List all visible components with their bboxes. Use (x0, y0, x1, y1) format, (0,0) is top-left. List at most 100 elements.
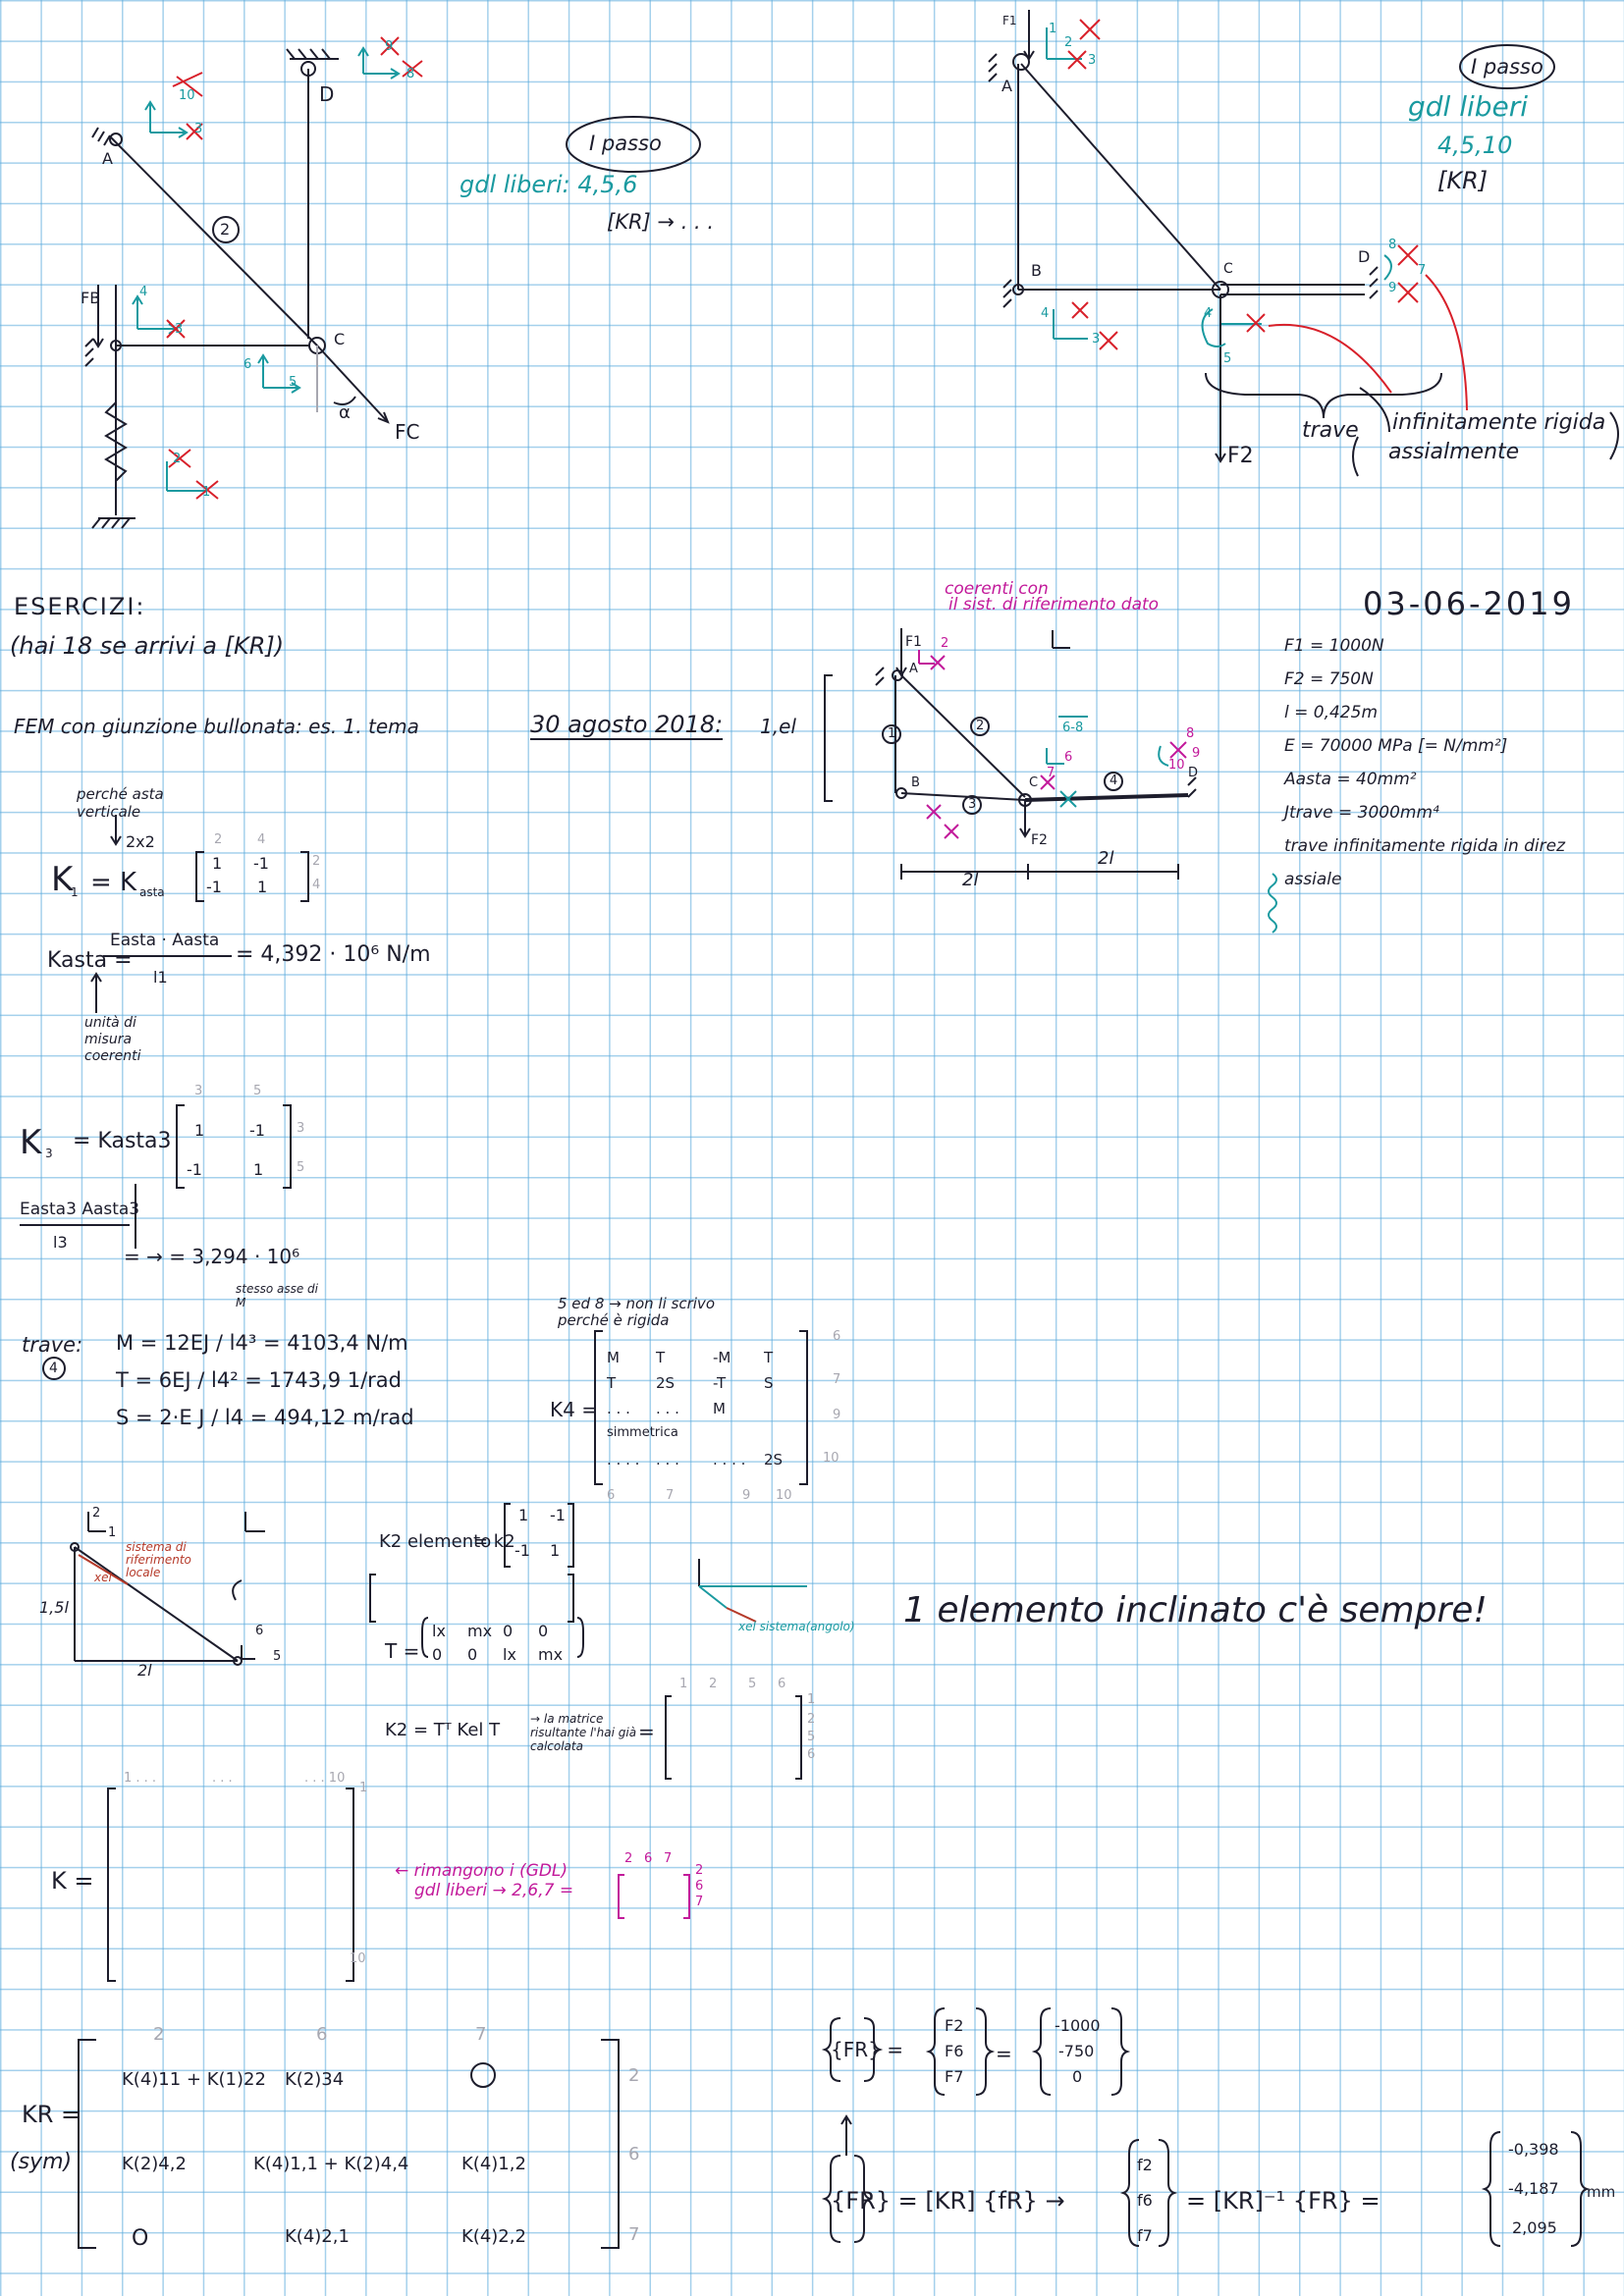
kr-sym: (sym) (10, 2150, 73, 2174)
problem-data-item: Jtrave = 3000mm⁴ (1284, 803, 1439, 823)
k4-bottom-1: 6 (607, 1488, 616, 1503)
inclined-note: 1 elemento inclinato c'è sempre! (903, 1590, 1488, 1630)
dof-a-right-2: 2 (1064, 35, 1073, 50)
node-a-label: A (102, 149, 113, 168)
kr-arrow-left: [KR] → . . . (607, 210, 715, 234)
k3-sub: 3 (45, 1147, 53, 1160)
force-fc-label: FC (395, 420, 420, 444)
kr-row-6: 6 (628, 2144, 640, 2164)
k1-m21: -1 (206, 878, 222, 896)
problem-data-item: F1 = 1000N (1284, 636, 1384, 656)
global-k-top-3: . . . 10 (304, 1771, 346, 1786)
fr-sym-2: F2 (945, 2016, 964, 2035)
coerenti-note-1: coerenti con (945, 579, 1049, 599)
f-val-7: 2,095 (1512, 2218, 1557, 2237)
global-k-top-1: 1 . . . (124, 1771, 157, 1786)
node-c-middle: C (1029, 775, 1039, 790)
dof-b-2: 3 (175, 322, 184, 337)
global-k-side-2: 10 (350, 1951, 366, 1966)
k4-note: 5 ed 8 → non li scrivo perché è rigida (558, 1295, 715, 1329)
force-f1-middle: F1 (905, 634, 922, 650)
kr-cell-11: K(4)11 + K(1)22 (122, 2069, 266, 2090)
k4-bottom-4: 10 (776, 1488, 792, 1503)
t-matrix-cell: lx (432, 1622, 446, 1640)
page-date: 03-06-2019 (1363, 585, 1575, 622)
k2-side-1: 1 (807, 1692, 816, 1707)
fr-val-7: 0 (1072, 2067, 1083, 2086)
beam-note-1: trave (1302, 418, 1359, 443)
k4-cell: S (764, 1374, 774, 1392)
alpha-label: α (339, 402, 351, 423)
kr-row-7: 7 (628, 2224, 640, 2245)
fr-val-6: -750 (1058, 2042, 1095, 2060)
coerenti-note-2: il sist. di riferimento dato (948, 595, 1160, 614)
k1-top-2: 4 (257, 832, 266, 847)
kr-cell-33: K(4)2,2 (461, 2226, 526, 2247)
k4-cell: simmetrica (607, 1425, 678, 1440)
dof-d-2: 8 (406, 67, 415, 81)
k4-cell: M (713, 1400, 726, 1417)
force-f2-middle: F2 (1031, 832, 1048, 848)
kasta-value: = 4,392 · 10⁶ N/m (236, 942, 431, 967)
k4-side-2: 7 (833, 1372, 841, 1387)
solution-eq-mid: = [KR]⁻¹ {FR} = (1186, 2187, 1380, 2215)
free-dofs-right-values: 4,5,10 (1437, 132, 1513, 159)
kr-cell-21: K(2)4,2 (122, 2154, 187, 2174)
k2-line: K2 = Tᵀ Kel T (385, 1720, 501, 1740)
problem-data-item: assiale (1284, 870, 1342, 889)
beam-s-line: S = 2·E J / l4 = 494,12 m/rad (116, 1406, 414, 1429)
k2-top-4: 6 (778, 1677, 786, 1691)
k4-lhs: K4 = (550, 1398, 598, 1421)
k4-side-4: 10 (823, 1451, 839, 1466)
global-k-top-2: . . . (212, 1771, 233, 1786)
exercises-subtitle: (hai 18 se arrivi a [KR]) (10, 632, 285, 660)
exercises-title: ESERCIZI: (14, 593, 146, 620)
kr-col-7: 7 (475, 2024, 487, 2045)
k3-m21: -1 (187, 1160, 202, 1179)
t-matrix-cell: 0 (538, 1622, 549, 1640)
t-matrix-cell: 0 (467, 1645, 478, 1664)
node-d-label-right: D (1358, 247, 1371, 266)
node-d-middle: D (1188, 766, 1199, 780)
equilibrium-eq: {FR} = [KR] {fR} → (831, 2187, 1065, 2215)
note-why-vertical: perché asta verticale (77, 785, 164, 821)
t-lhs: T = (385, 1639, 420, 1663)
k4-side-1: 6 (833, 1329, 841, 1344)
k4-cell: T (764, 1349, 774, 1366)
free-dofs-note: gdl liberi → 2,6,7 = (414, 1881, 574, 1900)
k2-side-4: 6 (807, 1747, 816, 1762)
mini-top-3: 7 (664, 1851, 673, 1866)
dof-spring-1: 2 (173, 452, 182, 466)
t-matrix-cell: mx (538, 1645, 564, 1664)
kel-m12: -1 (550, 1506, 566, 1524)
t-matrix-cell: 0 (432, 1645, 443, 1664)
k3-side-1: 3 (297, 1121, 305, 1136)
dim-1: 2l (962, 870, 979, 890)
kr-col-6: 6 (316, 2024, 328, 2045)
fem-line: FEM con giunzione bullonata: es. 1. tema (14, 715, 419, 738)
dof-a-right-3: 3 (1088, 53, 1097, 68)
k4-cell: . . . (607, 1400, 630, 1417)
force-fb-label: FB (81, 289, 101, 307)
k2-note: → la matrice risultante l'hai già calcol… (530, 1712, 637, 1753)
fem-date: 30 agosto 2018: (530, 711, 724, 740)
kr-cell-23: K(4)1,2 (461, 2154, 526, 2174)
dof-c-right-2: 5 (1223, 351, 1232, 366)
dof-d-right-3: 7 (1418, 263, 1427, 278)
kasta-num: Easta · Aasta (110, 931, 220, 950)
k1-eq-sub: asta (139, 885, 165, 899)
free-dofs-right-title: gdl liberi (1408, 90, 1529, 123)
dof-a-right-1: 1 (1049, 22, 1057, 36)
beam-note-2: infinitamente rigida (1392, 410, 1606, 435)
k4-cell: . . . . (607, 1451, 640, 1468)
node-d-label: D (319, 82, 335, 106)
